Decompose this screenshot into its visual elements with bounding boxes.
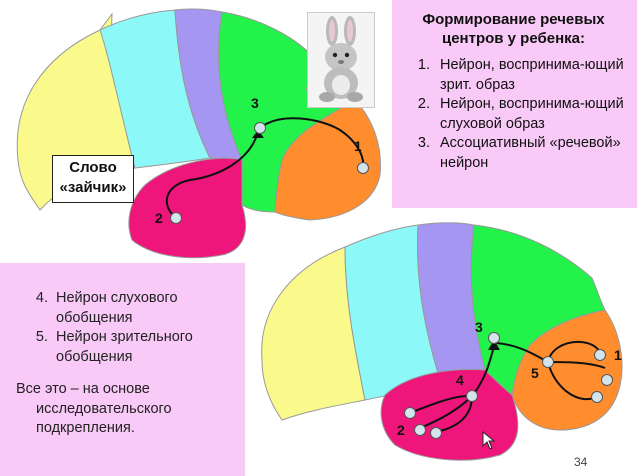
brain-bottom: 3 5 4 1 2 [261,222,623,461]
list-item: Нейрон, воспринима-ющий зрит. образ [434,56,629,95]
word-label-line2: «зайчик» [59,179,127,196]
page-number: 34 [574,455,588,469]
label-bottom-2: 2 [397,422,405,438]
top-text-panel: Формирование речевых центров у ребенка: … [392,0,637,208]
neuron-bottom-3 [488,332,500,344]
bunny-toy-image [307,12,375,108]
neuron-top-1 [357,162,369,174]
neuron-bottom-1a [594,349,606,361]
label-top-1: 1 [354,138,362,154]
word-label-line1: Слово [69,159,117,176]
arrowhead-bottom-3 [488,340,500,350]
word-label-box: Слово «зайчик» [52,155,134,203]
list-item: Нейрон зрительного обобщения [52,328,237,367]
label-bottom-3: 3 [475,319,483,335]
path-1-to-3 [259,117,365,169]
neuron-bottom-2b [414,424,426,436]
neuron-bottom-2c [430,427,442,439]
list-item: Нейрон слухового обобщения [52,289,237,328]
label-top-2: 2 [155,210,163,226]
neuron-bottom-2a [404,407,416,419]
bunny-toy-icon [319,16,363,102]
arrowhead-top-3 [252,130,264,138]
label-bottom-4: 4 [456,372,464,388]
label-bottom-5: 5 [531,365,539,381]
neuron-bottom-1c [591,391,603,403]
neuron-bottom-5 [542,356,554,368]
summary-text: Все это – на основе исследовательского п… [16,381,172,436]
panel-title: Формирование речевых центров у ребенка: [422,11,605,47]
brain-top-orange-lobe [274,99,381,221]
stage-list: Нейрон, воспринима-ющий зрит. образ Нейр… [404,56,629,173]
label-bottom-1: 1 [614,347,622,363]
brain-bottom-magenta-lobe [380,369,519,461]
list-item: Ассоциативный «речевой» нейрон [434,134,629,173]
neuron-bottom-4 [466,390,478,402]
brain-top-magenta-lobe [128,157,246,259]
label-top-3: 3 [251,95,259,111]
stage-list-continued: Нейрон слухового обобщения Нейрон зрител… [16,289,237,367]
list-item: Нейрон, воспринима-ющий слуховой образ [434,95,629,134]
path-2-to-3 [165,131,259,219]
mouse-cursor-icon [482,430,496,450]
neuron-top-2 [170,212,182,224]
neuron-top-3 [254,122,266,134]
bottom-text-panel: Нейрон слухового обобщения Нейрон зрител… [0,263,245,476]
neuron-bottom-1b [601,374,613,386]
